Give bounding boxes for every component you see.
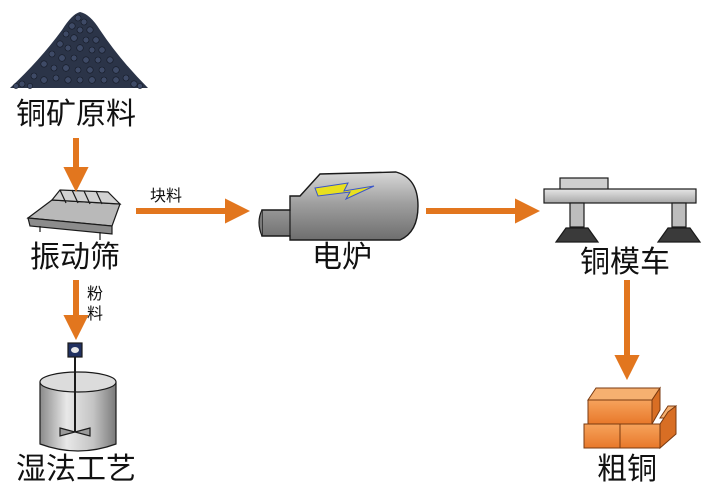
electric-furnace-icon bbox=[258, 171, 419, 241]
edge-label-lump: 块料 bbox=[150, 186, 183, 205]
node-label-wet: 湿法工艺 bbox=[16, 452, 136, 487]
node-label-mold: 铜模车 bbox=[580, 245, 670, 280]
flow-arrows bbox=[63, 138, 640, 381]
wet-process-tank-icon bbox=[39, 342, 117, 452]
ore-pile-icon bbox=[10, 12, 148, 89]
node-label-furnace: 电炉 bbox=[312, 240, 372, 275]
lightning-spark-icon bbox=[314, 182, 375, 201]
crude-copper-ingots-icon bbox=[583, 386, 677, 450]
edge-label-powder: 粉料 bbox=[86, 284, 103, 323]
node-label-crude: 粗铜 bbox=[597, 452, 657, 487]
vibrating-screen-icon bbox=[26, 189, 122, 240]
node-label-screen: 振动筛 bbox=[30, 240, 120, 275]
node-label-ore: 铜矿原料 bbox=[16, 97, 136, 132]
copper-mold-car-icon bbox=[543, 177, 702, 243]
